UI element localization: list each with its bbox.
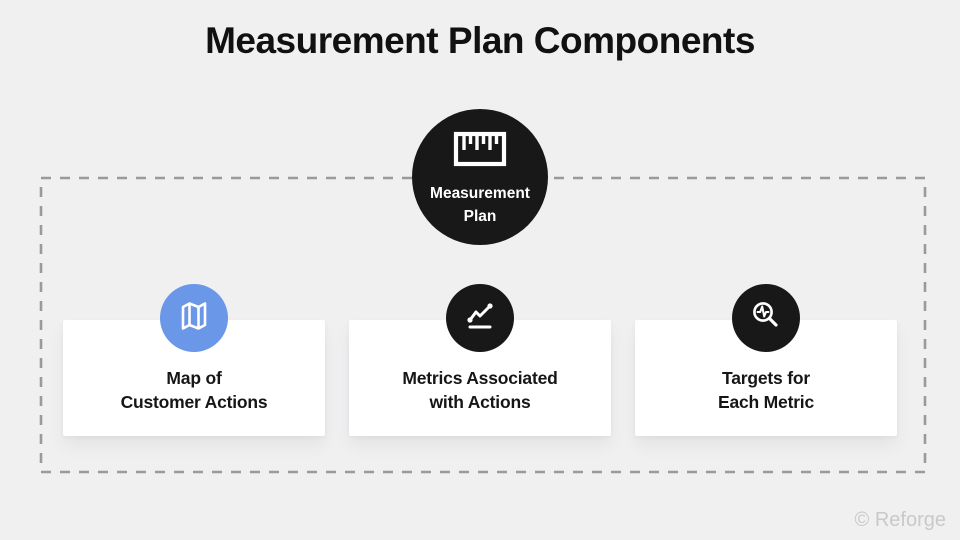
measurement-plan-label: Measurement Plan [430,185,530,225]
card-map-of-customer-actions: Map of Customer Actions [63,284,325,436]
map-icon [174,296,214,341]
map-icon-badge [160,284,228,352]
trend-chart-icon-badge [446,284,514,352]
trend-chart-icon [461,297,499,340]
slide-title: Measurement Plan Components [205,20,755,61]
magnifier-pulse-icon [747,297,785,340]
ruler-icon [451,128,509,175]
card-metrics-associated-with-actions: Metrics Associated with Actions [349,284,611,436]
card-label: Map of Customer Actions [120,368,268,413]
measurement-plan-node: Measurement Plan [412,109,548,245]
reforge-watermark: © Reforge [854,509,946,531]
card-label: Metrics Associated with Actions [402,368,558,413]
card-targets-for-each-metric: Targets for Each Metric [635,284,897,436]
card-label: Targets for Each Metric [717,368,815,413]
magnifier-pulse-icon-badge [732,284,800,352]
